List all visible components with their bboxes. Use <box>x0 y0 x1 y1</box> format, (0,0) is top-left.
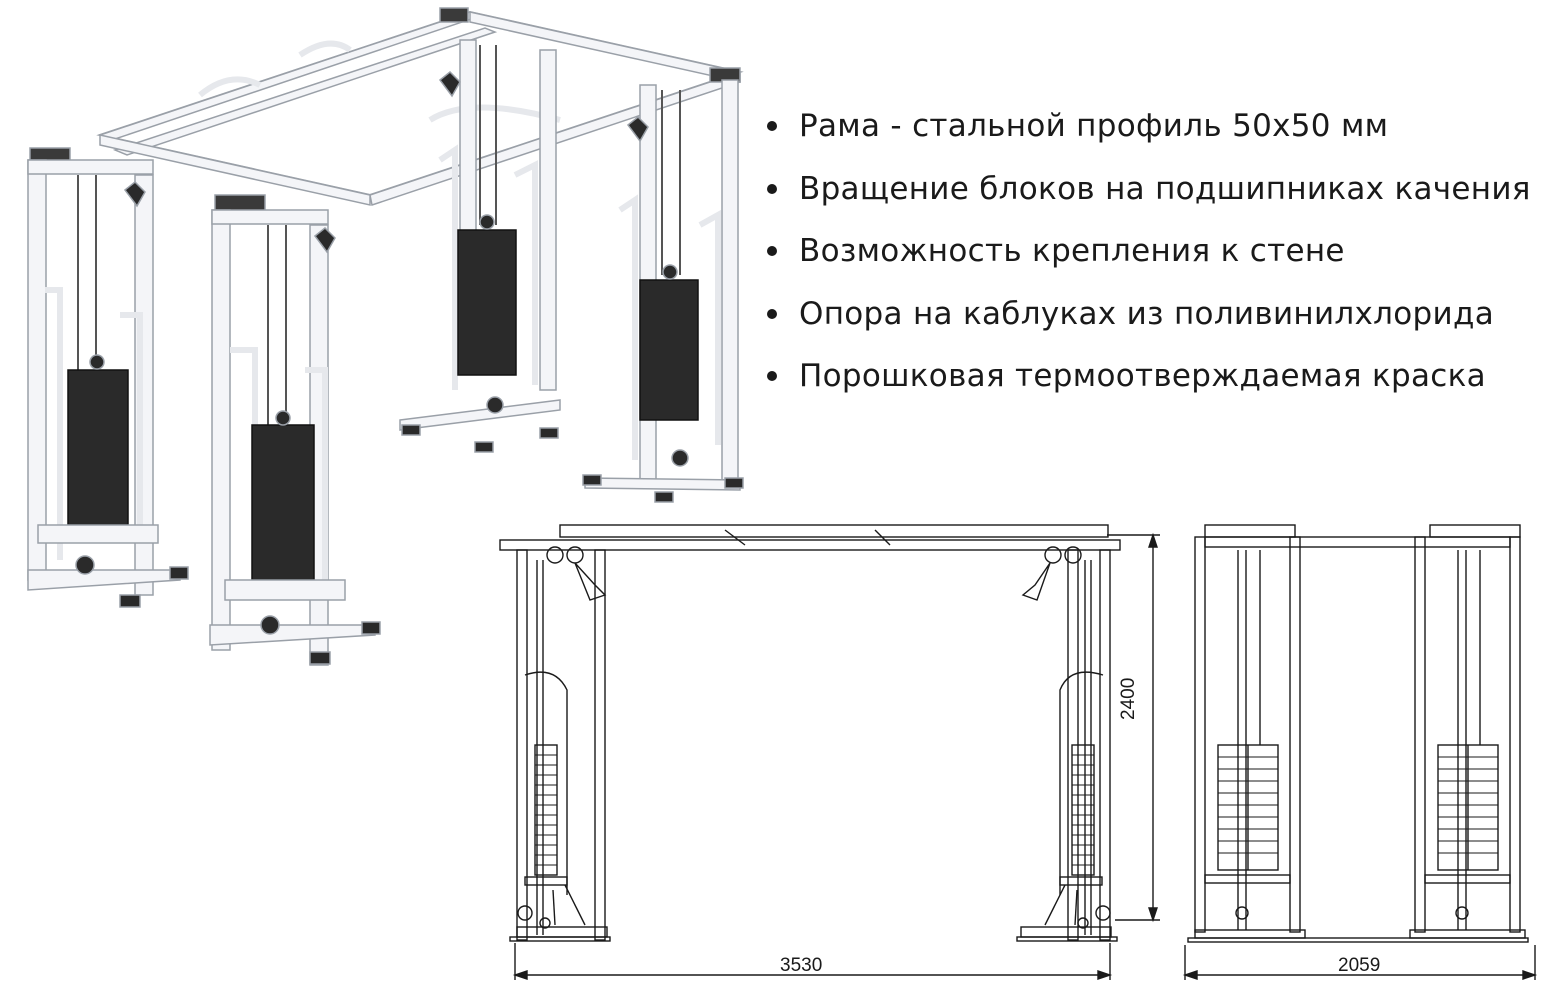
bullet-icon <box>767 308 777 319</box>
machine-3d-illustration <box>27 7 744 666</box>
feature-list: Рама - стальной профиль 50х50 мм Вращени… <box>765 100 1531 413</box>
bullet-icon <box>767 121 777 131</box>
height-dimension-label: 2400 <box>1118 677 1139 720</box>
depth-dimension-label: 2059 <box>1338 955 1381 976</box>
feature-item: Порошковая термоотверждаемая краска <box>765 350 1531 413</box>
feature-item: Опора на каблуках из поливинилхлорида <box>765 288 1531 351</box>
side-view-drawing <box>1182 524 1538 980</box>
feature-item: Рама - стальной профиль 50х50 мм <box>765 100 1531 163</box>
bullet-icon <box>767 246 777 256</box>
feature-text: Возможность крепления к стене <box>799 233 1345 269</box>
feature-text: Рама - стальной профиль 50х50 мм <box>799 108 1389 144</box>
bullet-icon <box>767 183 777 194</box>
feature-item: Возможность крепления к стене <box>765 225 1531 288</box>
feature-text: Опора на каблуках из поливинилхлорида <box>799 295 1495 332</box>
width-dimension-label: 3530 <box>780 955 823 976</box>
feature-item: Вращение блоков на подшипниках качения <box>765 163 1531 226</box>
feature-text: Порошковая термоотверждаемая краска <box>799 358 1486 394</box>
front-view-drawing <box>499 524 1160 980</box>
bullet-icon <box>767 371 777 381</box>
feature-text: Вращение блоков на подшипниках качения <box>799 170 1531 207</box>
